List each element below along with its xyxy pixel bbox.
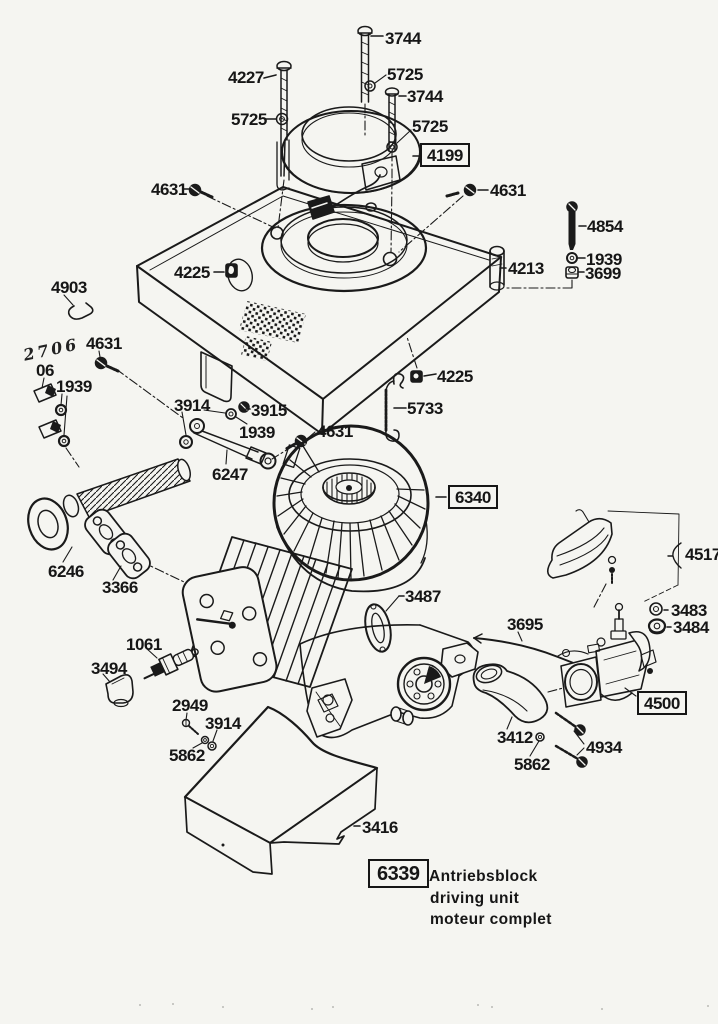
- callout-3915: 3915: [251, 401, 287, 420]
- crankcase: [299, 624, 479, 739]
- callout-5862-a: 5862: [169, 746, 205, 765]
- vent-grille: [239, 301, 306, 343]
- bolt-4854: [566, 201, 578, 250]
- carburetor-art: [472, 602, 657, 768]
- callout-3699: 3699: [585, 264, 621, 283]
- spring-5733: [384, 380, 400, 442]
- belt-cover-art: [183, 705, 379, 875]
- callout-4517: 4517: [685, 545, 718, 564]
- callout-4631-b: 4631: [490, 181, 526, 200]
- gasket-3366-b: [107, 532, 151, 580]
- callout-5725-a: 5725: [387, 65, 423, 84]
- bolt-4934-b: [554, 744, 588, 768]
- callout-6246: 6246: [48, 562, 84, 581]
- washer-5862-right: [535, 732, 545, 742]
- nut-3699: [565, 266, 579, 279]
- plate-hardware-art: [67, 183, 579, 320]
- caption-german: Antriebsblock: [429, 868, 538, 885]
- spline-hub: [322, 472, 376, 505]
- washer-3914-top: [179, 435, 193, 449]
- callout-3914-a: 3914: [174, 396, 210, 415]
- callout-6247: 6247: [212, 465, 248, 484]
- scan-noise: [139, 1003, 709, 1010]
- port-gasket: [364, 603, 392, 653]
- callout-box-6339: 6339: [368, 859, 429, 888]
- ignition-clip: [307, 195, 335, 220]
- callout-box-4500: 4500: [637, 691, 687, 715]
- clip-4903: [67, 302, 94, 320]
- caption-english: driving unit: [430, 890, 520, 907]
- callout-5862-b: 5862: [514, 755, 550, 774]
- callout-1939-b: 1939: [56, 377, 92, 396]
- oil-tube: [489, 245, 505, 257]
- axis-lines: [65, 103, 607, 693]
- callout-3494: 3494: [91, 659, 127, 678]
- callout-4213: 4213: [508, 259, 544, 278]
- bolt-4227: [276, 60, 292, 177]
- small-fasteners-art: [181, 718, 217, 751]
- callout-1939-a: 1939: [586, 250, 622, 269]
- leader-lines: [41, 35, 682, 827]
- callout-3483: 3483: [671, 601, 707, 620]
- callout-4225-b: 4225: [437, 367, 473, 386]
- callout-4903: 4903: [51, 278, 87, 297]
- callout-4225-a: 4225: [174, 263, 210, 282]
- callout-4631-d: 4631: [317, 422, 353, 441]
- callout-4934: 4934: [586, 738, 622, 757]
- mounting-plate-art: [136, 174, 505, 435]
- washer-5725-c: [386, 141, 398, 153]
- washer-1939-right: [566, 252, 578, 264]
- callout-3744-a: 3744: [385, 29, 421, 48]
- callout-3484: 3484: [673, 618, 709, 637]
- callout-5733: 5733: [407, 399, 443, 418]
- exhaust-tube-art: [27, 458, 191, 580]
- blower-housing-art: [275, 25, 421, 194]
- bushing-set-art: [33, 356, 120, 448]
- callout-3487: 3487: [405, 587, 441, 606]
- callout-2949: 2949: [172, 696, 208, 715]
- callout-3416: 3416: [362, 818, 398, 837]
- callout-06-partial: 06: [36, 361, 54, 380]
- callout-1939-c: 1939: [239, 423, 275, 442]
- washer-5725-a: [364, 80, 376, 92]
- callout-3412: 3412: [497, 728, 533, 747]
- clip-4225-right: [392, 372, 405, 389]
- callout-box-4199: 4199: [420, 143, 470, 167]
- callout-4854: 4854: [587, 217, 623, 236]
- callout-5725-c: 5725: [412, 117, 448, 136]
- callout-box-6340: 6340: [448, 485, 498, 509]
- callout-1061: 1061: [126, 635, 162, 654]
- bolt-3744-right: [384, 87, 400, 151]
- elbow-3494-art: [105, 674, 134, 708]
- callout-3695: 3695: [507, 615, 543, 634]
- crank-pulley: [396, 656, 452, 712]
- bolt-4934-a: [554, 711, 586, 736]
- callout-3744-b: 3744: [407, 87, 443, 106]
- callout-4227: 4227: [228, 68, 264, 87]
- callout-5725-b: 5725: [231, 110, 267, 129]
- flywheel-rim: [272, 424, 430, 582]
- callout-3366: 3366: [102, 578, 138, 597]
- caption-french: moteur complet: [430, 911, 552, 928]
- air-guide-art: [546, 509, 680, 635]
- intake-elbow-3412: [472, 663, 549, 724]
- muffler-plate: [181, 566, 278, 693]
- spark-plug-art: [143, 648, 199, 680]
- washer-3483: [649, 602, 663, 616]
- callout-4631-a: 4631: [151, 180, 187, 199]
- callout-3914-b: 3914: [205, 714, 241, 733]
- callout-4631-c: 4631: [86, 334, 122, 353]
- washer-3484: [647, 618, 667, 635]
- engine-block-art: [181, 424, 479, 739]
